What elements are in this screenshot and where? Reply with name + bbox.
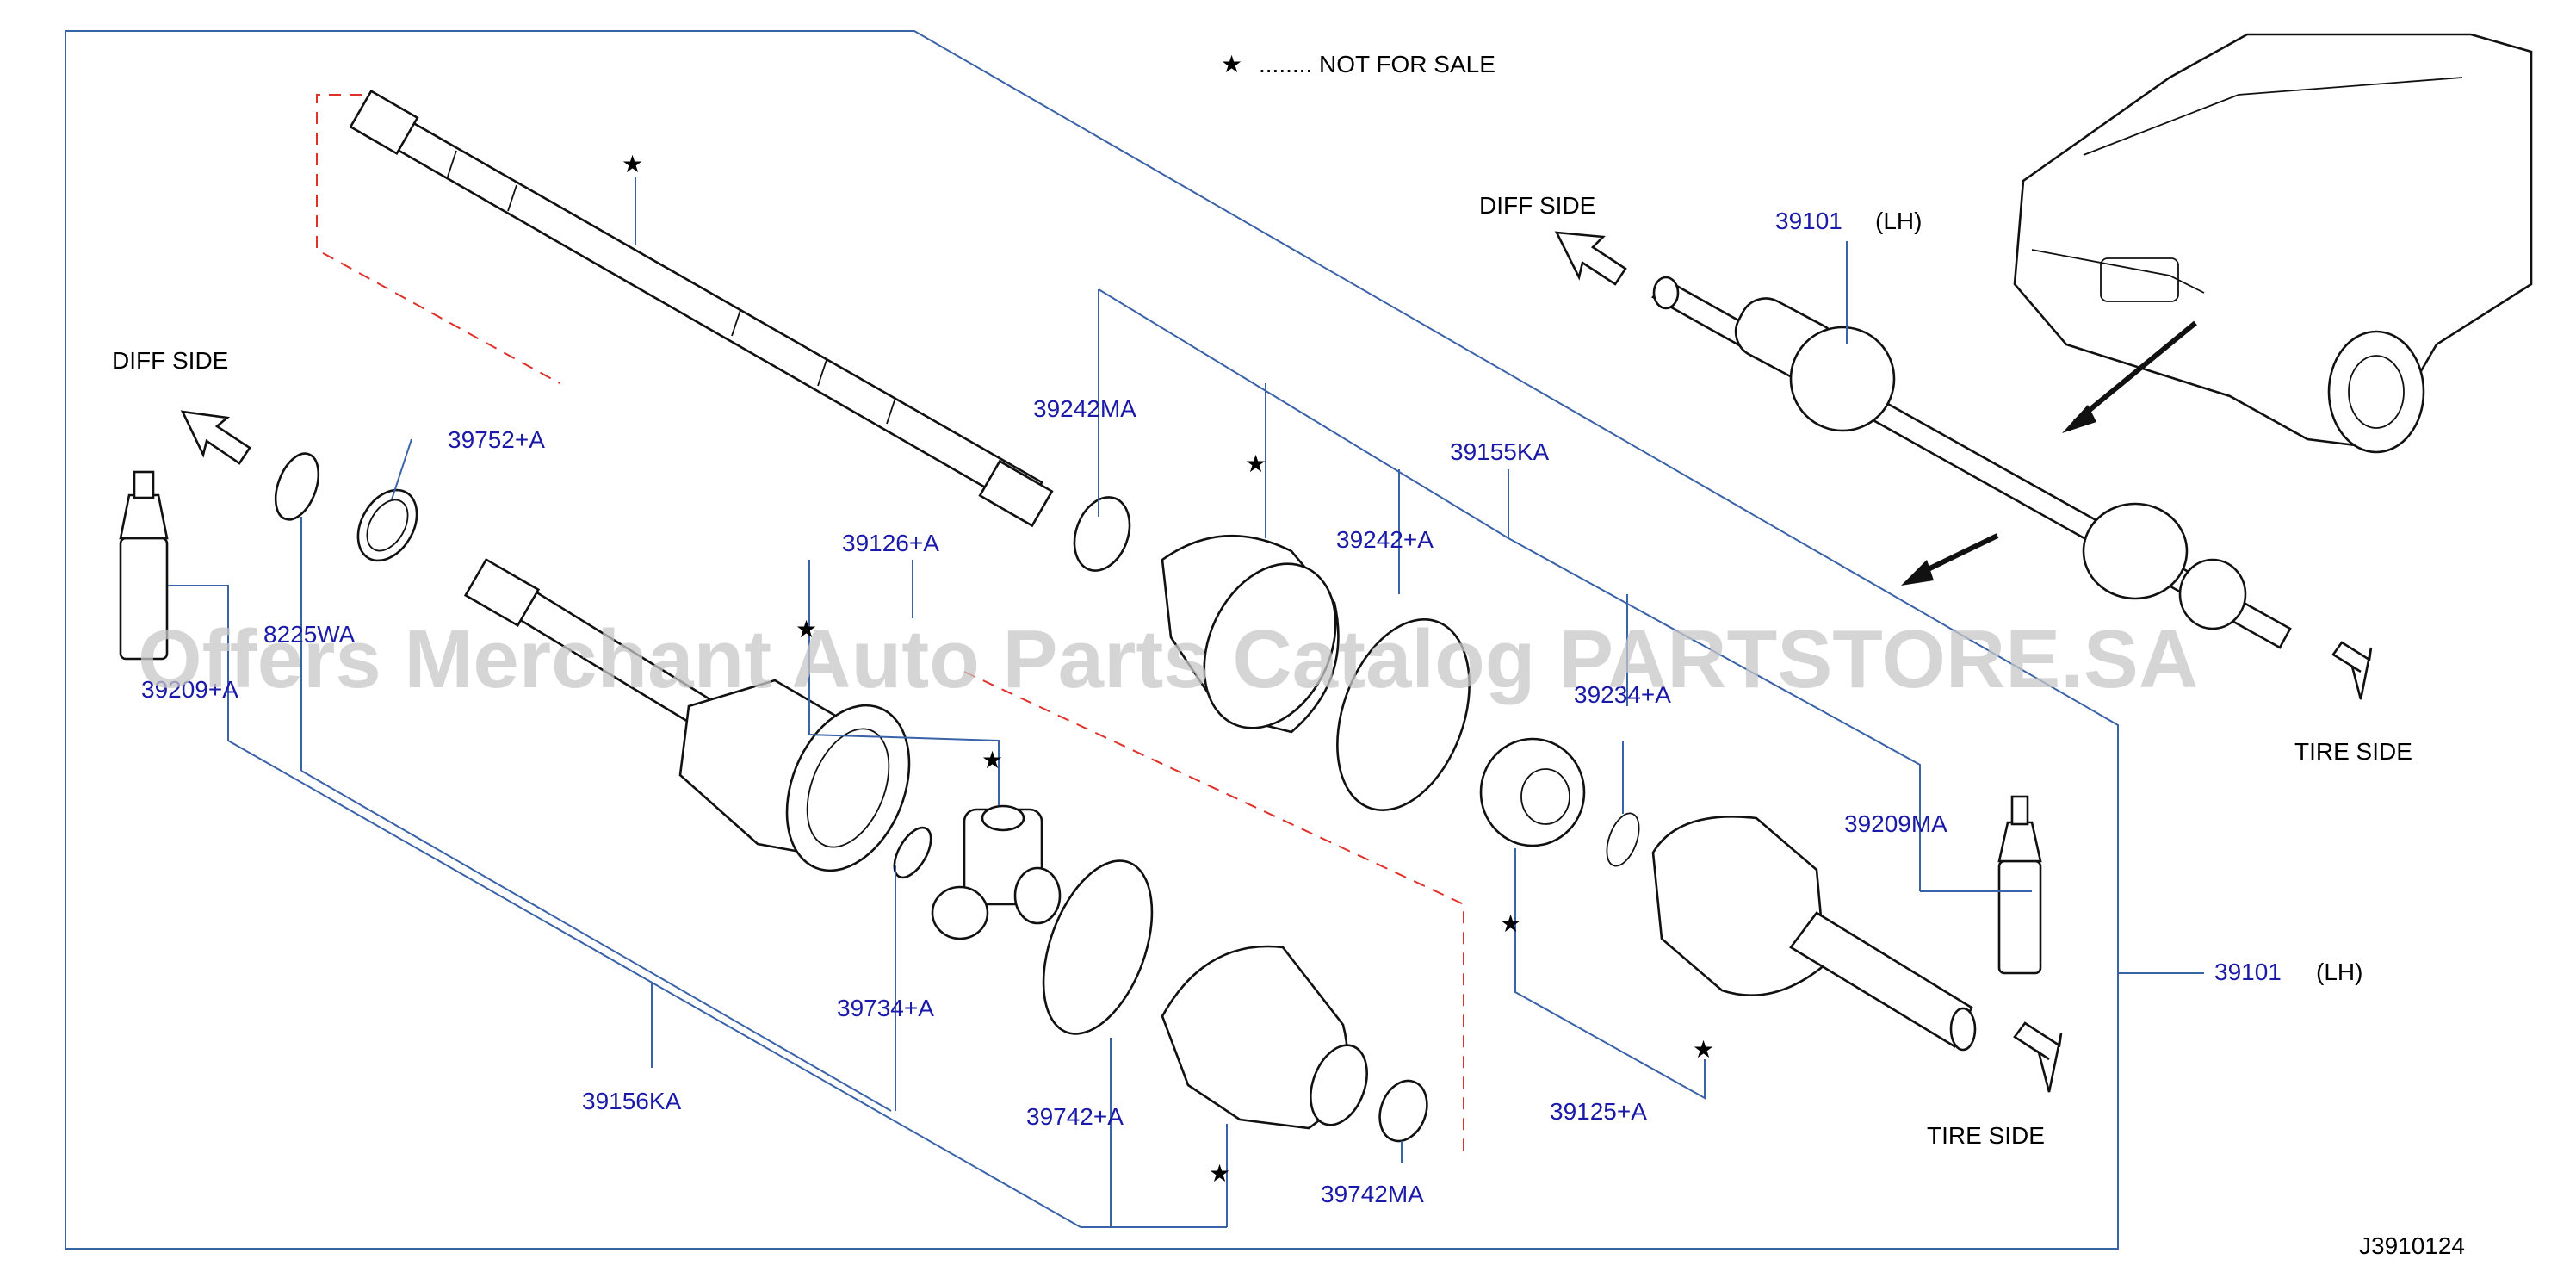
watermark: Offers Merchant Auto Parts Catalog PARTS… [138,613,2198,705]
arrow-vehicle-direction-icon [2073,320,2197,425]
direction-diff-side-left: DIFF SIDE [112,347,228,374]
part-39734A: 39734+A [837,995,934,1021]
grease-tube-left [119,470,169,661]
ball-cage [1479,737,1586,847]
boot-upper [1161,534,1340,734]
arrow-diff-left-icon [180,410,251,465]
part-39101-right: 39101 [2214,958,2282,985]
star-marker-cage: ★ [1500,910,1521,937]
part-39101-right-side: (LH) [2316,958,2362,985]
arrow-diff-right-icon [1554,231,1627,286]
direction-tire-side-bottom: TIRE SIDE [1927,1122,2045,1149]
direction-tire-side-right: TIRE SIDE [2294,738,2412,765]
part-39125A: 39125+A [1550,1098,1647,1125]
star-legend-icon: ★ [1221,51,1242,78]
snap-ring-2 [893,826,932,879]
circlip-ring [356,488,418,562]
leader-lines [168,177,2204,1228]
star-marker-boot: ★ [1245,450,1266,477]
part-39101-top: 39101 [1775,208,1842,234]
arrow-vehicle-head-icon [2062,405,2096,433]
axle-assembly-lh [1651,276,2292,649]
tripod-joint [931,804,1062,940]
boot-band-39742MA [1378,1079,1428,1143]
part-39209MA: 39209MA [1844,810,1947,837]
arrow-tire-right-icon [2331,641,2373,700]
part-39752A: 39752+A [448,426,545,453]
part-39742MA: 39742MA [1321,1181,1424,1207]
part-38225WA: 8225WA [263,621,356,648]
part-39101-top-side: (LH) [1875,208,1922,234]
arrow-shaft-head-icon [1901,560,1934,586]
boot-band-39242A [1336,618,1471,811]
boot-band-39742A [1042,859,1154,1035]
arrow-tire-bottom-icon [2013,1021,2063,1093]
part-39242MA: 39242MA [1033,395,1136,422]
snap-ring-39234 [1606,812,1640,867]
part-39234A: 39234+A [1574,681,1671,708]
grease-tube-right [1997,795,2042,975]
drive-shaft [349,89,1054,528]
outer-joint [1651,816,1977,1052]
diagram-code: J3910124 [2359,1232,2465,1259]
part-39156KA: 39156KA [582,1088,682,1114]
boot-lower [1161,945,1368,1130]
part-39242A: 39242+A [1336,526,1434,553]
part-39742A: 39742+A [1026,1103,1124,1130]
red-guide-top [316,94,560,384]
star-marker-outer-joint: ★ [1693,1036,1714,1063]
part-39155KA: 39155KA [1450,438,1550,465]
assembly-outline [65,30,2119,1250]
star-marker-tripod: ★ [981,747,1003,773]
legend-text: ........ NOT FOR SALE [1259,51,1495,78]
star-marker-lower-boot: ★ [1209,1160,1230,1187]
snap-ring-1 [274,452,320,521]
vehicle-illustration [2013,33,2533,454]
inner-joint-housing [463,557,911,872]
part-39126A: 39126+A [842,530,939,556]
star-marker-shaft: ★ [622,151,643,177]
star-marker-housing: ★ [796,616,817,642]
direction-diff-side-right: DIFF SIDE [1479,192,1595,219]
part-39209A: 39209+A [141,676,238,703]
boot-band-39242MA [1073,496,1131,572]
